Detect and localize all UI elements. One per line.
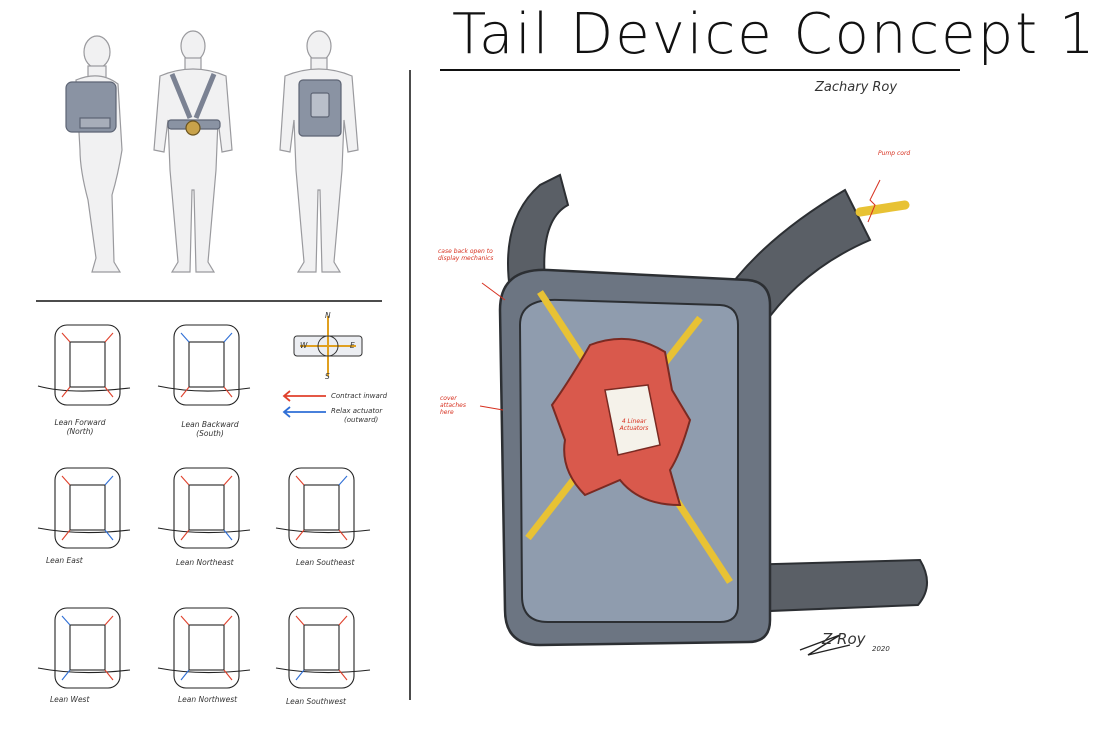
annotation-case: case back open to display mechanics	[438, 248, 494, 262]
tail-device-illustration	[498, 173, 928, 656]
panel-northeast	[157, 467, 251, 549]
panel-label-east: Lean East	[46, 556, 83, 565]
page-title: Tail Device Concept 1	[452, 2, 1097, 67]
author-name: Zachary Roy	[815, 80, 898, 95]
panel-label-west: Lean West	[50, 695, 90, 704]
compass-e: E	[350, 341, 355, 350]
signature: Z Roy	[822, 630, 866, 648]
signature-year: 2020	[872, 645, 890, 653]
compass-w: W	[300, 341, 308, 350]
panel-southeast	[275, 467, 371, 549]
panel-label-southwest: Lean Southwest	[286, 697, 346, 706]
sketch-drawing	[36, 30, 960, 700]
panel-east	[37, 467, 131, 549]
panel-label-northeast: Lean Northeast	[176, 558, 234, 567]
legend-relax: Relax actuator	[331, 407, 383, 415]
panel-west	[37, 607, 131, 689]
panel-forward	[37, 324, 131, 406]
legend-arrows	[282, 390, 326, 418]
annotation-cover: cover attaches here	[440, 395, 466, 416]
compass-s: S	[325, 372, 330, 381]
panel-southwest	[275, 607, 371, 689]
panel-label-northwest: Lean Northwest	[178, 695, 238, 704]
annotation-leaders	[479, 179, 881, 411]
legend-relax-sub: (outward)	[344, 416, 379, 424]
compass-legend	[293, 316, 363, 376]
panel-label-backward: Lean Backward(South)	[181, 420, 239, 438]
panel-backward	[157, 324, 251, 406]
actuator-panels	[37, 324, 371, 689]
figure-back-view	[279, 30, 359, 273]
figure-side-view	[65, 35, 123, 273]
compass-n: N	[325, 311, 331, 320]
panel-northwest	[157, 607, 251, 689]
legend-contract: Contract inward	[331, 392, 388, 400]
figure-front-view	[153, 30, 233, 273]
panel-label-southeast: Lean Southeast	[296, 558, 355, 567]
panel-label-forward: Lean Forward(North)	[54, 418, 106, 436]
annotation-pump-cord: Pump cord	[878, 150, 911, 157]
annotation-actuators: 4 Linear Actuators	[619, 418, 649, 432]
sketch-page: Tail Device Concept 1 Zachary Roy Z Roy …	[36, 2, 1095, 706]
